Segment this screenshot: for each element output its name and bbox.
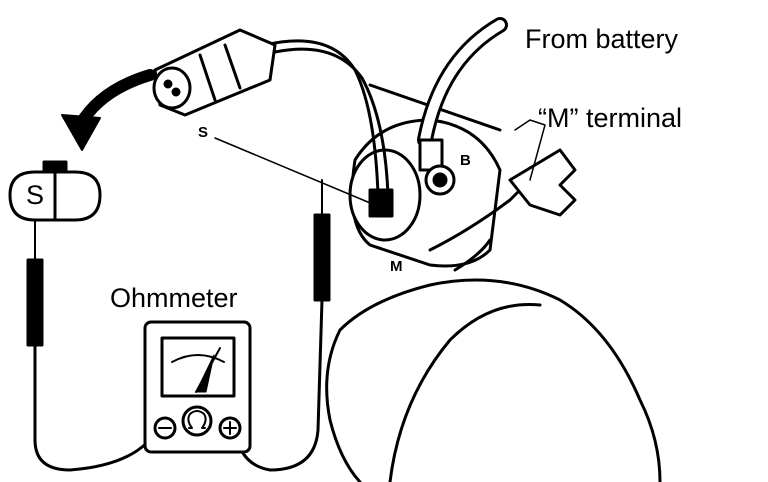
m-post-label: M [390, 258, 403, 275]
s-connector-symbol [8, 160, 102, 222]
ohmmeter [143, 320, 252, 454]
ohmmeter-probe-positive [233, 179, 331, 472]
ohmmeter-probe-negative [26, 219, 162, 472]
battery-cable [417, 17, 508, 172]
b-post-label: B [460, 152, 471, 169]
s-lead-label: S [198, 124, 209, 141]
s-terminal-block [368, 188, 394, 218]
s-connector-label: S [26, 180, 45, 210]
connector-wire-2 [273, 47, 390, 197]
m-terminal-strap [428, 148, 577, 272]
starter-motor-body [325, 278, 662, 482]
m-terminal-label: “M” terminal [538, 103, 683, 133]
ohmmeter-label: Ohmmeter [110, 283, 238, 313]
m-terminal-leader-line [514, 119, 546, 181]
s-leader-line [214, 137, 376, 206]
b-terminal-post [424, 164, 456, 196]
connector-plug [152, 28, 277, 117]
curved-arrow-icon [61, 69, 156, 151]
from-battery-label: From battery [525, 24, 679, 54]
